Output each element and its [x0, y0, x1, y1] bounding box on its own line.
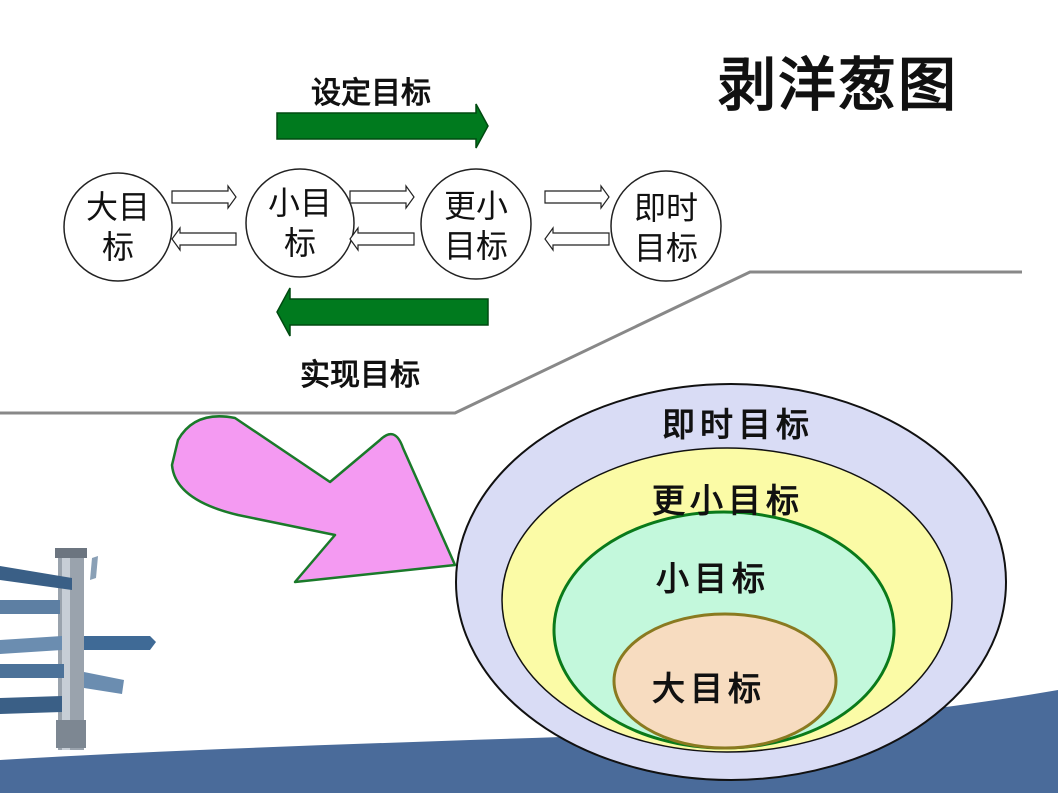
circle-label-immediate-goal: 即时 目标 [626, 188, 706, 268]
circle-label-line: 目标 [443, 227, 508, 265]
circle-immediate-goal [610, 170, 722, 282]
achieve-goal-label: 实现目标 [300, 358, 420, 393]
layer-label-immediate-goal: 即时目标 [662, 405, 814, 444]
circle-small-goal [245, 168, 355, 278]
circle-label-line: 大目 [85, 188, 150, 226]
circle-label-line: 标 [101, 228, 134, 266]
double-arrows [171, 184, 610, 252]
circle-smaller-goal [420, 168, 532, 280]
set-goal-arrow [276, 103, 489, 149]
layer-big-goal [612, 612, 838, 750]
set-goal-label: 设定目标 [311, 76, 431, 111]
circle-big-goal [63, 172, 173, 282]
achieve-goal-arrow [276, 287, 489, 337]
circle-label-line: 标 [283, 224, 316, 262]
circle-label-line: 目标 [633, 229, 698, 267]
left-arrow-icon [544, 226, 610, 252]
right-arrow-icon [171, 184, 237, 210]
circle-label-big-goal: 大目 标 [78, 187, 158, 267]
page-title: 剥洋葱图 [718, 51, 959, 119]
big-pointing-arrow [170, 415, 457, 584]
circle-label-line: 小目 [267, 184, 332, 222]
circle-label-small-goal: 小目 标 [260, 183, 340, 263]
signpost-image [0, 548, 156, 750]
layer-label-smaller-goal: 更小目标 [652, 481, 804, 520]
right-arrow-icon [544, 184, 610, 210]
left-arrow-icon [349, 226, 415, 252]
right-arrow-icon [349, 184, 415, 210]
left-arrow-icon [171, 226, 237, 252]
layer-label-big-goal: 大目标 [652, 669, 766, 708]
divider-line [0, 270, 1022, 415]
circle-label-line: 更小 [443, 187, 508, 225]
circle-label-line: 即时 [633, 189, 698, 227]
layer-label-small-goal: 小目标 [656, 559, 770, 598]
circle-label-smaller-goal: 更小 目标 [436, 186, 516, 266]
